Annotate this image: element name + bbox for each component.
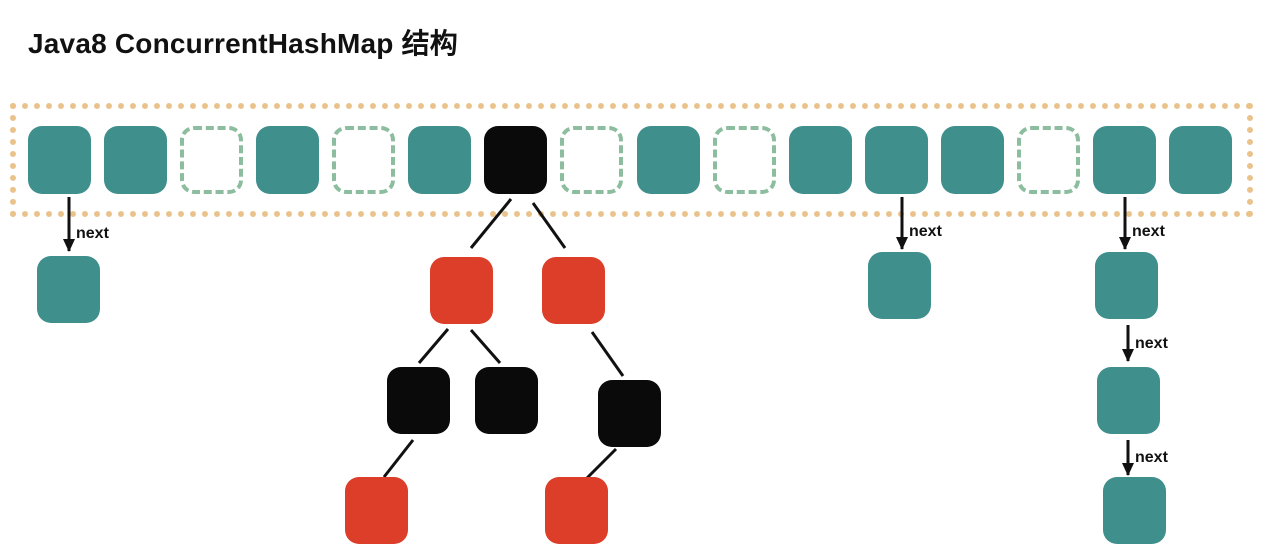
page-title: Java8 ConcurrentHashMap 结构 xyxy=(28,28,458,59)
bucket-cell-teal xyxy=(864,126,928,194)
bucket14-list-node-3 xyxy=(1103,477,1166,544)
tree-edge xyxy=(469,329,502,364)
next-label: next xyxy=(1135,335,1168,352)
bucket-cell-teal xyxy=(408,126,472,194)
tree-edge xyxy=(382,439,415,478)
tree-node-black-1 xyxy=(387,367,450,434)
next-label: next xyxy=(1132,223,1165,240)
bucket-cell-empty xyxy=(180,126,244,194)
bucket11-list-node xyxy=(868,252,931,319)
bucket-cell-teal xyxy=(636,126,700,194)
bucket-cell-empty xyxy=(332,126,396,194)
bucket-cell-empty xyxy=(1016,126,1080,194)
next-label: next xyxy=(76,225,109,242)
tree-node-red-2 xyxy=(542,257,605,324)
bucket-cell-teal xyxy=(28,126,91,194)
bucket-array-container xyxy=(10,103,1253,217)
tree-node-red-1 xyxy=(430,257,493,324)
bucket-cell-teal xyxy=(1168,126,1232,194)
tree-node-black-2 xyxy=(475,367,538,434)
bucket14-list-node-2 xyxy=(1097,367,1160,434)
bucket0-list-node xyxy=(37,256,100,323)
tree-node-red-4 xyxy=(545,477,608,544)
bucket-cell-teal xyxy=(940,126,1004,194)
bucket-cell-teal xyxy=(256,126,320,194)
edges-layer xyxy=(63,197,1134,481)
tree-node-black-3 xyxy=(598,380,661,447)
bucket-cell-teal xyxy=(788,126,852,194)
tree-edge xyxy=(590,331,625,377)
next-label: next xyxy=(1135,449,1168,466)
bucket-cell-teal xyxy=(1092,126,1156,194)
next-label: next xyxy=(909,223,942,240)
bucket-cell-black xyxy=(484,126,548,194)
tree-edge xyxy=(584,447,618,481)
bucket-cell-empty xyxy=(560,126,624,194)
tree-edge xyxy=(417,328,450,364)
tree-node-red-3 xyxy=(345,477,408,544)
bucket14-list-node-1 xyxy=(1095,252,1158,319)
bucket-cell-empty xyxy=(712,126,776,194)
nodes-layer: next next next next next xyxy=(37,223,1168,544)
bucket-cell-teal xyxy=(104,126,168,194)
